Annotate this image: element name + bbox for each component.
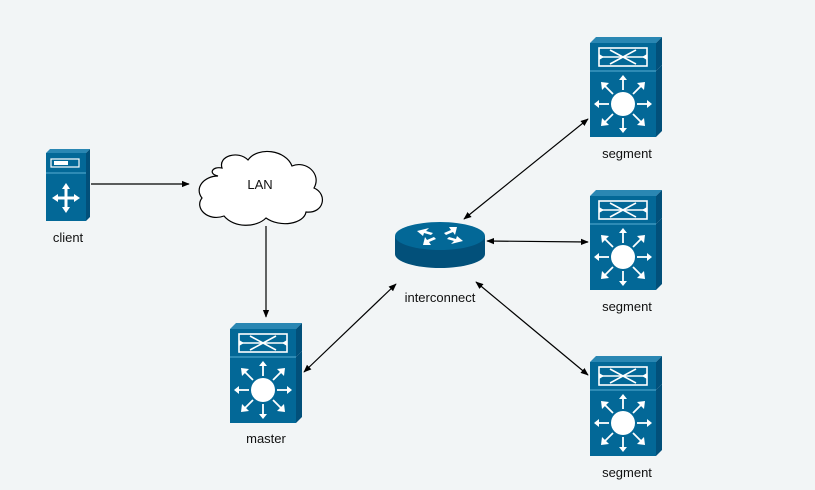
edge-interconnect-segment-3 [475,281,589,376]
router-icon [395,222,485,268]
segment-2-label: segment [602,299,652,314]
node-segment-2[interactable]: segment [589,189,663,314]
segment-1-label: segment [602,146,652,161]
edge-interconnect-segment-2 [486,237,589,246]
cloud-icon [198,150,323,226]
connector-lines [91,118,589,376]
node-segment-3[interactable]: segment [589,355,663,480]
node-interconnect[interactable]: interconnect [395,222,485,305]
interconnect-label: interconnect [405,290,476,305]
node-segment-1[interactable]: segment [589,36,663,161]
node-client[interactable]: client [45,148,91,245]
layer3-switch-icon [589,36,663,138]
node-lan[interactable]: LAN [198,150,323,226]
master-label: master [246,431,286,446]
segment-3-label: segment [602,465,652,480]
edge-interconnect-segment-1 [463,118,589,220]
node-master[interactable]: master [229,322,303,446]
lan-label: LAN [247,177,272,192]
layer3-switch-icon [229,322,303,424]
layer3-switch-icon [589,189,663,291]
edge-master-interconnect [303,283,397,373]
client-label: client [53,230,84,245]
server-icon [45,148,91,222]
layer3-switch-icon [589,355,663,457]
